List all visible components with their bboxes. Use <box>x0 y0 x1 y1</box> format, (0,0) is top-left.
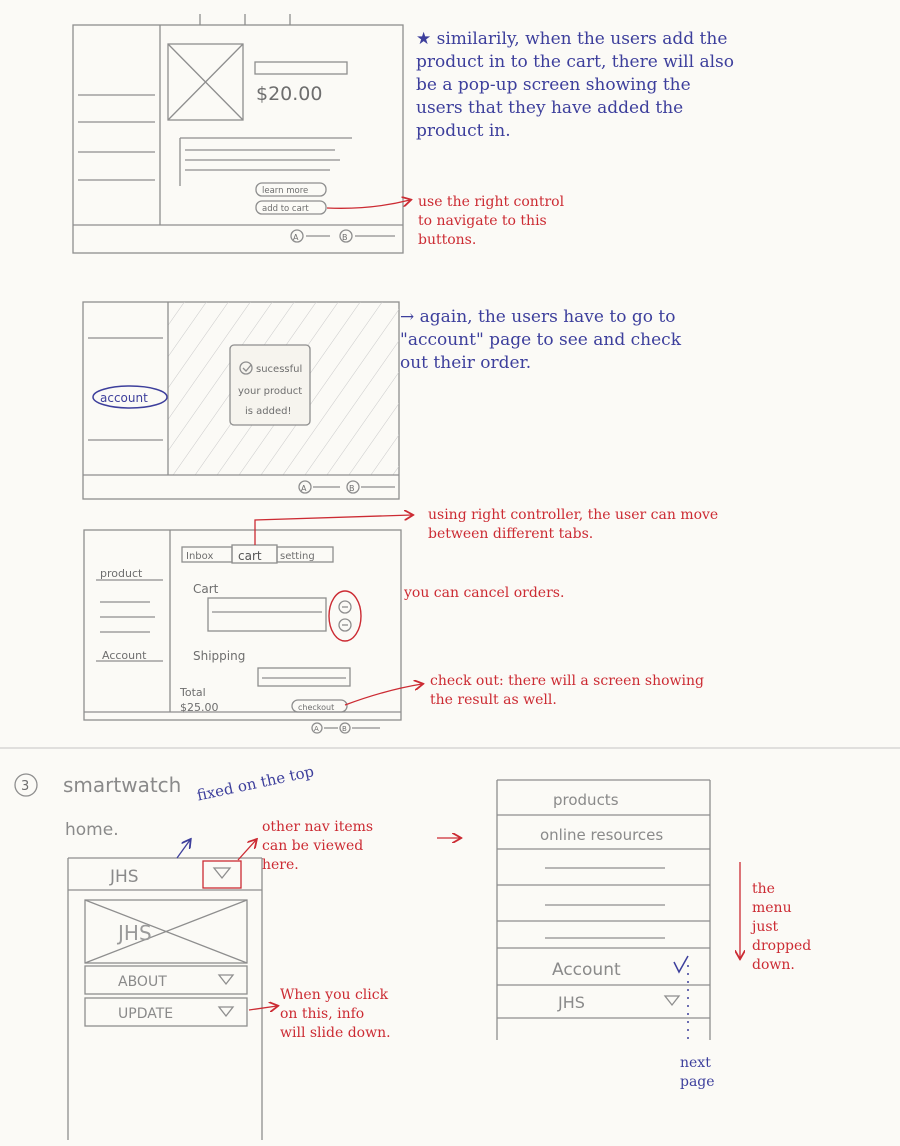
about-row[interactable] <box>84 965 248 995</box>
watch-home-screen <box>67 857 263 1140</box>
menu-item-account[interactable]: Account <box>552 960 621 980</box>
total-value: $25.00 <box>180 701 219 714</box>
cancel-order-button[interactable] <box>338 600 352 614</box>
hero-image-label: JHS <box>116 921 152 945</box>
control-a-button[interactable] <box>290 229 304 243</box>
control-a-button[interactable] <box>298 480 312 494</box>
tab-inbox-label: Inbox <box>186 551 213 562</box>
learn-more-button[interactable] <box>255 182 327 197</box>
note-menu-dropped: the menu just dropped down. <box>752 881 812 973</box>
control-b-button[interactable] <box>346 480 360 494</box>
account-nav-button[interactable] <box>92 385 168 409</box>
success-popup <box>229 344 311 426</box>
control-b-label: B <box>342 233 348 242</box>
frame-cart <box>83 529 402 734</box>
popup-line-1: sucessful <box>256 364 302 375</box>
arrow-tabs <box>254 515 412 545</box>
sidebar-item-account[interactable]: Account <box>102 649 147 662</box>
arrow-checkout <box>344 684 422 706</box>
menu-item-online-resources[interactable]: online resources <box>540 826 663 844</box>
note-next-page: next page <box>680 1055 715 1090</box>
chevron-down-icon <box>212 867 232 880</box>
control-b-label: B <box>342 725 347 733</box>
cancel-highlight <box>328 590 362 642</box>
frame-popup <box>82 301 400 500</box>
watch-menu-screen <box>496 779 711 1040</box>
note-account-page: → again, the users have to go to "accoun… <box>400 307 681 373</box>
add-to-cart-label: add to cart <box>262 204 309 214</box>
control-a-button[interactable] <box>311 722 323 734</box>
tab-setting-label: setting <box>280 551 315 562</box>
update-chevron-icon <box>217 1006 235 1018</box>
about-chevron-icon <box>217 974 235 986</box>
cart-heading: Cart <box>193 582 219 596</box>
update-row[interactable] <box>84 997 248 1027</box>
shipping-heading: Shipping <box>193 649 245 663</box>
arrow-update <box>248 1006 277 1010</box>
popup-line-2: your product <box>238 386 302 397</box>
note-popup-description: ★ similarily, when the users add the pro… <box>416 29 734 141</box>
note-checkout: check out: there will a screen showing t… <box>430 673 704 708</box>
watch-header-title: JHS <box>109 867 139 887</box>
checkout-button[interactable] <box>291 699 348 713</box>
popup-line-3: is added! <box>245 406 292 417</box>
control-b-button[interactable] <box>339 722 351 734</box>
total-label: Total <box>179 686 206 699</box>
section-number-circle <box>14 773 38 797</box>
tab-cart-label: cart <box>238 549 262 563</box>
menu-jhs-chevron-icon <box>663 995 681 1007</box>
note-tabs: using right controller, the user can mov… <box>428 507 719 542</box>
section-number: 3 <box>21 779 29 794</box>
control-b-label: B <box>349 484 355 493</box>
cart-item-box <box>207 597 327 632</box>
cancel-order-button[interactable] <box>338 618 352 632</box>
arrow-nav-items <box>237 840 256 861</box>
about-label: ABOUT <box>118 974 167 990</box>
account-check-icon <box>673 955 689 974</box>
control-a-label: A <box>314 725 319 733</box>
add-to-cart-button[interactable] <box>255 200 327 215</box>
note-right-control: use the right control to navigate to thi… <box>418 194 565 248</box>
note-update-slide: When you click on this, info will slide … <box>280 987 391 1041</box>
hero-image <box>84 899 248 964</box>
section-title: smartwatch <box>63 773 181 797</box>
frame-product-page <box>72 14 404 254</box>
control-a-label: A <box>293 233 299 242</box>
account-nav-label: account <box>100 391 148 405</box>
checkout-label: checkout <box>298 703 334 712</box>
note-cancel-orders: you can cancel orders. <box>404 585 565 601</box>
menu-item-jhs[interactable]: JHS <box>557 993 585 1012</box>
learn-more-label: learn more <box>262 186 308 196</box>
arrow-fixed-top <box>176 840 190 859</box>
control-b-button[interactable] <box>339 229 353 243</box>
control-a-label: A <box>301 484 307 493</box>
update-label: UPDATE <box>118 1006 173 1022</box>
check-circle-icon <box>239 361 253 375</box>
nav-dropdown-button[interactable] <box>202 860 242 889</box>
home-label: home. <box>65 820 119 840</box>
sidebar-item-product[interactable]: product <box>100 567 143 580</box>
product-price: $20.00 <box>256 83 322 105</box>
shipping-box <box>257 667 351 687</box>
menu-item-products[interactable]: products <box>553 791 619 809</box>
note-nav-items: other nav items can be viewed here. <box>262 819 374 873</box>
tab-setting[interactable] <box>276 546 334 563</box>
arrow-add-to-cart <box>326 200 410 209</box>
